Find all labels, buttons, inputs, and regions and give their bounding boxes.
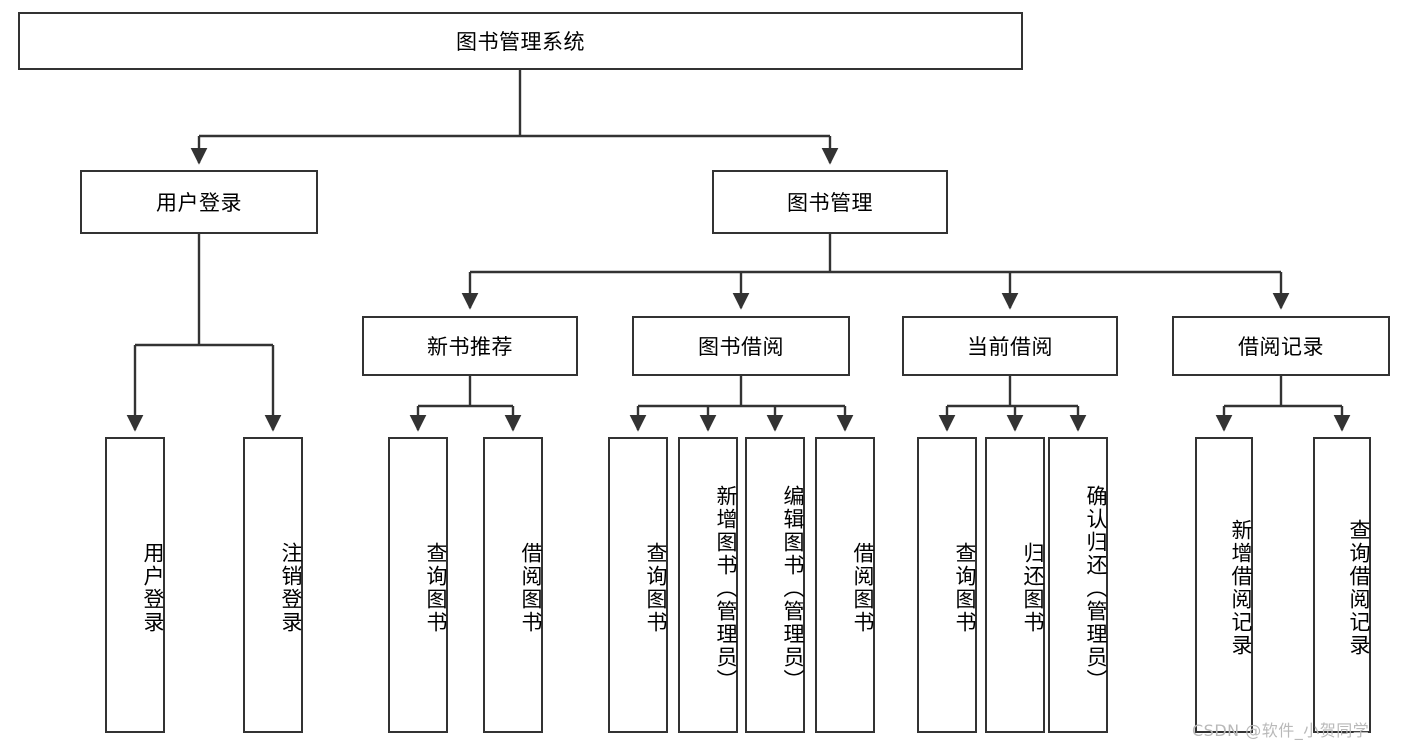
node-label: 图书管理 — [787, 191, 873, 215]
node-label: 归还图书 — [1021, 542, 1045, 634]
node-label: 查询借阅记录 — [1347, 519, 1371, 657]
node-label: 查询图书 — [644, 542, 668, 634]
node-new-book-recommendation[interactable]: 新书推荐 — [362, 316, 578, 376]
node-label: 新书推荐 — [427, 335, 513, 359]
node-label: 查询图书 — [953, 542, 977, 634]
node-label: 查询图书 — [424, 542, 448, 634]
csdn-watermark: CSDN @软件_小贺同学 — [1192, 721, 1370, 740]
node-label: 当前借阅 — [967, 335, 1053, 359]
node-leaf-borrow-book[interactable]: 借阅图书 — [815, 437, 875, 733]
node-leaf-query-book-recommendation[interactable]: 查询图书 — [388, 437, 448, 733]
node-book-borrow[interactable]: 图书借阅 — [632, 316, 850, 376]
node-leaf-user-login[interactable]: 用户登录 — [105, 437, 165, 733]
node-current-borrow[interactable]: 当前借阅 — [902, 316, 1118, 376]
node-leaf-query-book-current[interactable]: 查询图书 — [917, 437, 977, 733]
node-label: 新增图书（管理员） — [714, 484, 738, 692]
node-label: 编辑图书（管理员） — [781, 484, 805, 692]
node-label: 确认归还（管理员） — [1084, 484, 1108, 692]
node-label: 新增借阅记录 — [1229, 519, 1253, 657]
node-label: 借阅记录 — [1238, 335, 1324, 359]
node-label: 借阅图书 — [519, 542, 543, 634]
node-user-login[interactable]: 用户登录 — [80, 170, 318, 234]
node-label: 用户登录 — [141, 542, 165, 634]
node-leaf-query-book-borrow[interactable]: 查询图书 — [608, 437, 668, 733]
node-book-management[interactable]: 图书管理 — [712, 170, 948, 234]
node-label: 借阅图书 — [851, 542, 875, 634]
node-leaf-add-borrow-record[interactable]: 新增借阅记录 — [1195, 437, 1253, 733]
node-label: 注销登录 — [279, 542, 303, 634]
node-leaf-add-book-admin[interactable]: 新增图书（管理员） — [678, 437, 738, 733]
node-label: 图书管理系统 — [456, 30, 585, 54]
node-leaf-borrow-book-recommendation[interactable]: 借阅图书 — [483, 437, 543, 733]
node-label: 图书借阅 — [698, 335, 784, 359]
node-leaf-edit-book-admin[interactable]: 编辑图书（管理员） — [745, 437, 805, 733]
node-leaf-confirm-return-admin[interactable]: 确认归还（管理员） — [1048, 437, 1108, 733]
node-root-book-management-system[interactable]: 图书管理系统 — [18, 12, 1023, 70]
node-leaf-return-book[interactable]: 归还图书 — [985, 437, 1045, 733]
node-borrow-record[interactable]: 借阅记录 — [1172, 316, 1390, 376]
node-leaf-logout[interactable]: 注销登录 — [243, 437, 303, 733]
node-leaf-query-borrow-record[interactable]: 查询借阅记录 — [1313, 437, 1371, 733]
node-label: 用户登录 — [156, 191, 242, 215]
